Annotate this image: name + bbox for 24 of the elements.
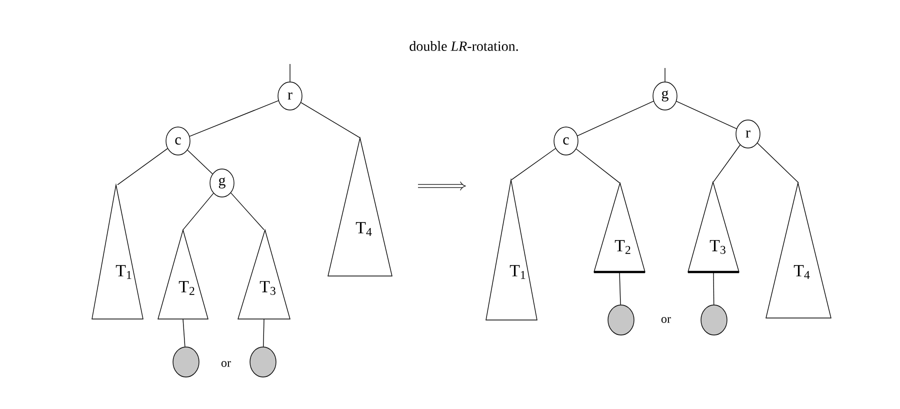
tree-edge [576, 148, 620, 184]
tree-edge [182, 192, 214, 230]
tree-edge [182, 318, 186, 348]
tree-edge [757, 142, 799, 184]
tree-edge [117, 148, 168, 186]
tree-edge [713, 272, 714, 305]
null-leaf-circle [608, 304, 634, 336]
null-leaf-circle [172, 346, 200, 378]
tree-edge [577, 100, 654, 136]
tree-edge [300, 102, 360, 138]
or-label: or [221, 361, 231, 367]
tree-edge [187, 150, 213, 174]
tree-edge [189, 100, 279, 137]
title: double LR-rotation. [410, 41, 518, 51]
null-leaf-circle [250, 346, 276, 378]
tree-edge [230, 192, 264, 230]
root-stub-line [664, 68, 666, 82]
tree-edge [713, 144, 740, 182]
tree-edge [511, 148, 556, 180]
null-leaf-circle [700, 304, 728, 336]
tree-edge [676, 100, 737, 130]
tree-edge [263, 318, 264, 347]
tree-edge [619, 272, 621, 305]
or-label: or [661, 317, 671, 323]
